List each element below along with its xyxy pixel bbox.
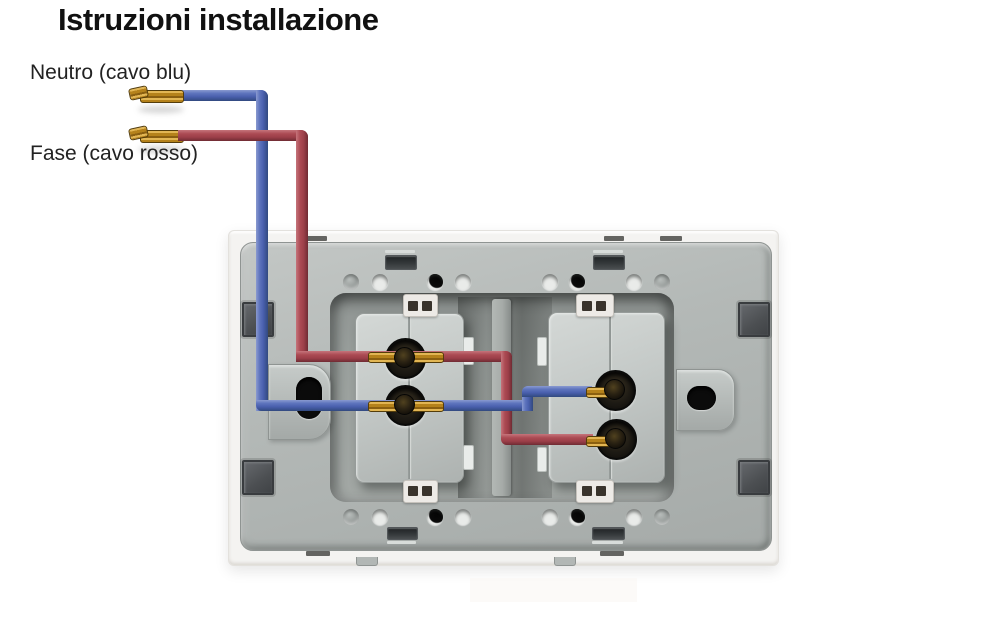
plate-hole-dark (427, 509, 443, 525)
neutral-wire-riser-segment (522, 386, 533, 411)
phase-wire-top-segment (178, 130, 308, 141)
frame-notch (660, 236, 682, 241)
neutral-wire-vertical-segment (256, 90, 268, 411)
module-side-tab (537, 447, 547, 472)
frame-bottom-tab (356, 557, 378, 566)
plate-slot-line (593, 250, 623, 253)
plate-hole-dark (569, 509, 585, 525)
corner-clip (738, 460, 770, 495)
plate-slot-line (385, 250, 415, 253)
neutral-wire-right-terminal-segment (522, 386, 592, 397)
phase-wire-right-terminal-segment (501, 434, 593, 445)
phase-wire-vertical-segment (296, 130, 308, 362)
plate-slot (592, 527, 625, 540)
terminal-screw (394, 394, 415, 415)
plate-hole (626, 509, 642, 525)
background-artifact (470, 578, 637, 602)
neutral-wire-label: Neutro (cavo blu) (30, 61, 192, 84)
plate-slot (593, 255, 625, 270)
neutral-wire-top-segment (178, 90, 268, 101)
module-clip-slot (596, 301, 606, 311)
plate-slot (385, 255, 417, 270)
plate-rivet (343, 274, 359, 290)
frame-bottom-tab (554, 557, 576, 566)
plate-hole (626, 274, 642, 290)
plate-slot-line (592, 541, 623, 544)
plate-rivet (654, 274, 670, 290)
terminal-screw (394, 347, 415, 368)
phase-wire-middle-vertical-segment (501, 351, 512, 445)
plate-hole (372, 274, 388, 290)
module-side-tab (463, 445, 474, 470)
module-clip-slot (582, 486, 592, 496)
plate-hole (542, 509, 558, 525)
mounting-ear-left-hole (296, 377, 322, 419)
plate-hole-dark (427, 274, 443, 290)
plate-hole (372, 509, 388, 525)
module-clip-slot (422, 301, 432, 311)
phase-wire-label: Fase (cavo rosso) (30, 142, 199, 165)
frame-notch (600, 551, 624, 556)
page-title: Istruzioni installazione (58, 2, 379, 37)
plate-slot-line (387, 541, 416, 544)
frame-notch (305, 236, 327, 241)
plate-rivet (343, 509, 359, 525)
module-clip-slot (408, 486, 418, 496)
plate-hole (542, 274, 558, 290)
module-clip-slot (408, 301, 418, 311)
terminal-screw (605, 428, 626, 449)
frame-notch (604, 236, 624, 241)
module-side-tab (537, 337, 547, 366)
plate-hole-dark (569, 274, 585, 290)
module-clip-slot (596, 486, 606, 496)
corner-clip (738, 302, 770, 337)
frame-notch (306, 551, 330, 556)
mounting-ear-right-hole (687, 386, 716, 410)
plate-hole (455, 274, 471, 290)
plate-rivet (654, 509, 670, 525)
wire-shadow (138, 106, 184, 113)
wire-shadow (138, 146, 184, 153)
plate-hole (455, 509, 471, 525)
corner-clip (242, 460, 274, 495)
plate-slot (387, 527, 418, 540)
module-clip (403, 294, 438, 317)
module-clip (576, 294, 614, 317)
module-clip (576, 480, 614, 503)
module-clip-slot (422, 486, 432, 496)
module-clip (403, 480, 438, 503)
module-clip-slot (582, 301, 592, 311)
terminal-screw (604, 379, 625, 400)
